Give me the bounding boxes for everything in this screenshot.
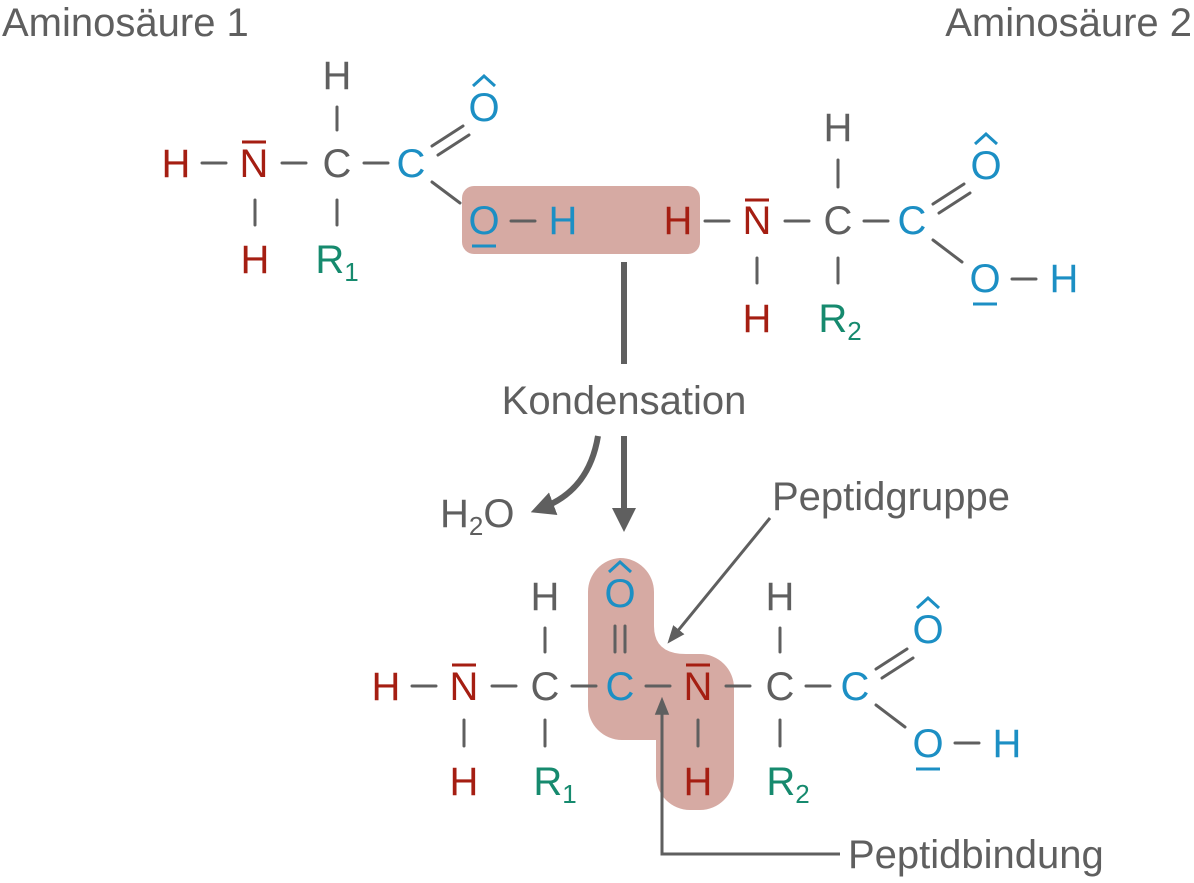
dp-side-chain-R2: R2 [766,760,809,809]
dp-hydroxyl-hydrogen: H [993,722,1022,766]
dp-carboxyl-carbon: C [841,665,870,709]
aa1-hydroxyl-oxygen: O [468,199,499,243]
water-leaving-highlight [462,186,700,254]
condensation-label: Kondensation [502,379,747,423]
aa2-hydroxyl-oxygen: O [969,257,1000,301]
aa2-hydroxyl-hydrogen: H [1050,257,1079,301]
aa2-side-chain-R2: R2 [818,297,861,346]
aa1-nitrogen: N [240,142,269,186]
aa2-carboxyl-carbon: C [898,199,927,243]
peptide-bond-label: Peptidbindung [848,833,1104,877]
amino-acid-1-structure: H H N C C O H R1 O H [162,54,578,287]
dp-alpha-carbon-1: C [531,665,560,709]
aa2-amine-hydrogen: H [664,199,693,243]
amino-acid-1-label: Aminosäure 1 [2,1,249,45]
dp-nitrogen-1: N [450,665,479,709]
water-product-label: H2O [440,492,514,541]
peptide-bond-pointer [654,696,840,856]
dp-side-chain-R1: R1 [533,760,576,809]
water-release-arrow [530,435,601,516]
aa2-carbonyl-oxygen: O [970,144,1001,188]
dp-alpha-carbon-2: C [766,665,795,709]
aa2-alpha-hydrogen: H [824,106,853,150]
dp-amine-hydrogen: H [372,665,401,709]
aa1-side-chain-R1: R1 [315,238,358,287]
amino-acid-2-structure: H N H C C O H R2 O H [664,106,1079,346]
dp-amine-hydrogen-2: H [450,760,479,804]
aa2-alpha-carbon: C [824,199,853,243]
aa1-alpha-hydrogen: H [323,54,352,98]
aa1-hydroxyl-hydrogen: H [549,199,578,243]
dp-alpha-hydrogen-2: H [766,575,795,619]
dp-alpha-hydrogen-1: H [531,575,560,619]
dp-peptide-hydrogen: H [684,760,713,804]
aa1-amine-hydrogen: H [162,142,191,186]
aa1-alpha-carbon: C [323,142,352,186]
dp-peptide-nitrogen: N [684,665,713,709]
amino-acid-2-label: Aminosäure 2 [945,1,1192,45]
aa1-carboxyl-carbon: C [397,142,426,186]
peptide-group-pointer [667,517,772,644]
dp-terminal-carbonyl-oxygen: O [912,608,943,652]
dp-hydroxyl-oxygen: O [912,722,943,766]
aa1-amine-hydrogen-2: H [241,238,270,282]
dp-carbonyl-oxygen: O [604,572,635,616]
aa2-nitrogen: N [743,199,772,243]
aa1-carbonyl-oxygen: O [468,86,499,130]
dipeptide-structure: H N H C O C N H C C O H R1 H R2 O [372,559,1022,809]
peptide-group-label: Peptidgruppe [772,475,1010,519]
aa2-amine-hydrogen-2: H [743,297,772,341]
dp-carbonyl-carbon: C [606,665,635,709]
